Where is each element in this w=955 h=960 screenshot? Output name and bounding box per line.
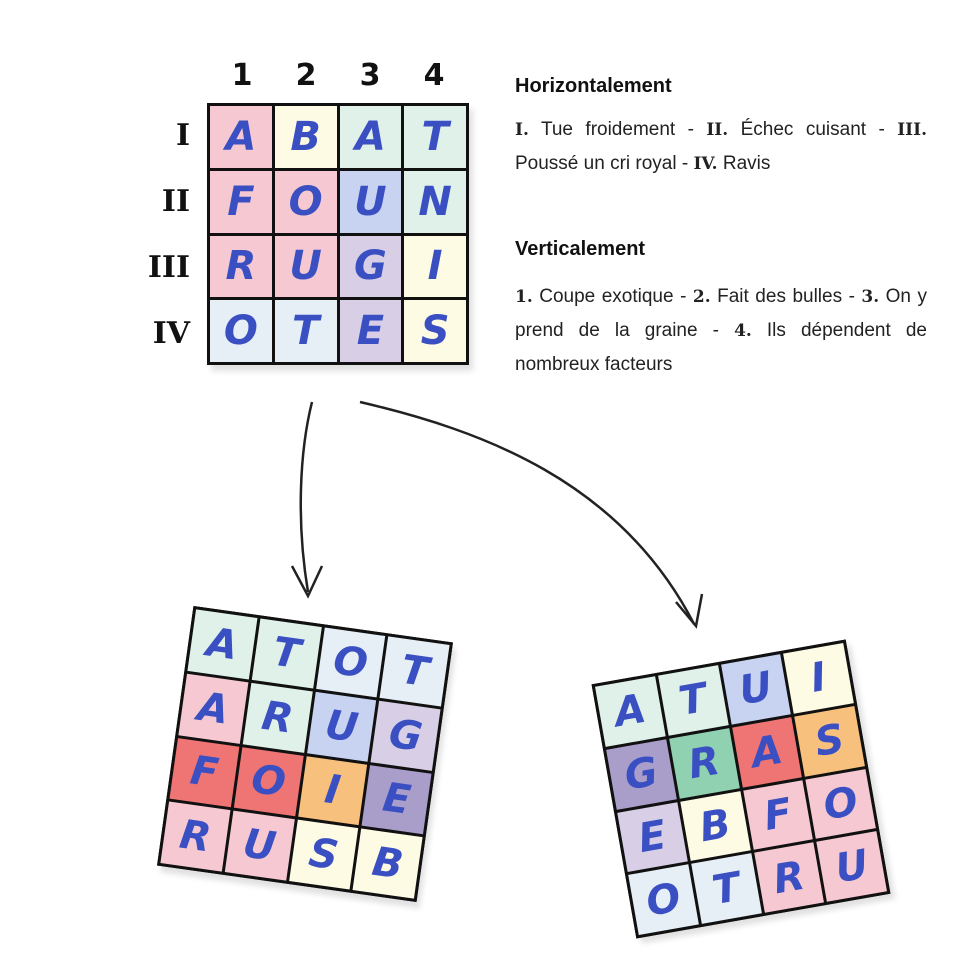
clue-number: IV. [693,154,718,174]
clue-text: Fait des bulles - [710,286,862,307]
grid-cell: G [339,235,402,298]
grid-cell: U [339,170,402,233]
clue-text: Coupe exotique - [532,286,693,307]
column-header-4: 4 [423,58,445,93]
grid-cell: S [404,300,466,362]
row-header-3: III [147,250,190,285]
clue-text: Échec cuisant - [728,119,898,140]
grid-cell: A [210,106,272,168]
vertical-clues-title: Verticalement [515,238,646,260]
grid-cell: R [210,235,272,298]
column-header-1: 1 [231,58,253,93]
grid-cell: N [404,170,466,233]
clue-number: III. [897,120,927,140]
grid-cell: T [404,106,466,168]
arrowhead-left [290,565,324,599]
grid-cell: O [210,300,272,362]
clue-number: I. [515,120,529,140]
grid-cell: O [274,170,337,233]
clue-text: Ravis [717,153,771,174]
clue-number: 3. [861,287,880,307]
row-header-1: I [175,118,190,153]
arrow-to-right-grid [359,400,696,625]
clue-number: 4. [734,321,752,341]
clue-text: Poussé un cri royal - [515,153,694,174]
grid-cell: T [274,300,337,362]
arrow-to-left-grid [299,401,314,593]
column-header-2: 2 [295,58,317,93]
column-header-3: 3 [359,58,381,93]
vertical-clues: 1. Coupe exotique - 2. Fait des bulles -… [515,280,927,381]
row-header-2: II [161,184,190,219]
grid-cell: U [274,235,337,298]
clue-number: 1. [515,287,533,307]
clue-number: 2. [692,287,711,307]
horizontal-clues: I. Tue froidement - II. Échec cuisant - … [515,113,927,181]
clue-number: II. [706,120,729,140]
grid-cell: A [339,106,402,168]
arrowhead-right [675,593,704,629]
horizontal-clues-title: Horizontalement [515,75,672,97]
grid-cell: B [274,106,337,168]
grid-cell: F [210,170,272,233]
grid-cell: I [404,235,466,298]
clue-text: Ils dépendent de nombreux facteurs [515,320,927,375]
clue-text: Tue froidement - [528,119,707,140]
row-header-4: IV [152,316,190,351]
clue-text: On y prend de la graine - [515,286,927,341]
grid-cell: E [339,300,402,362]
